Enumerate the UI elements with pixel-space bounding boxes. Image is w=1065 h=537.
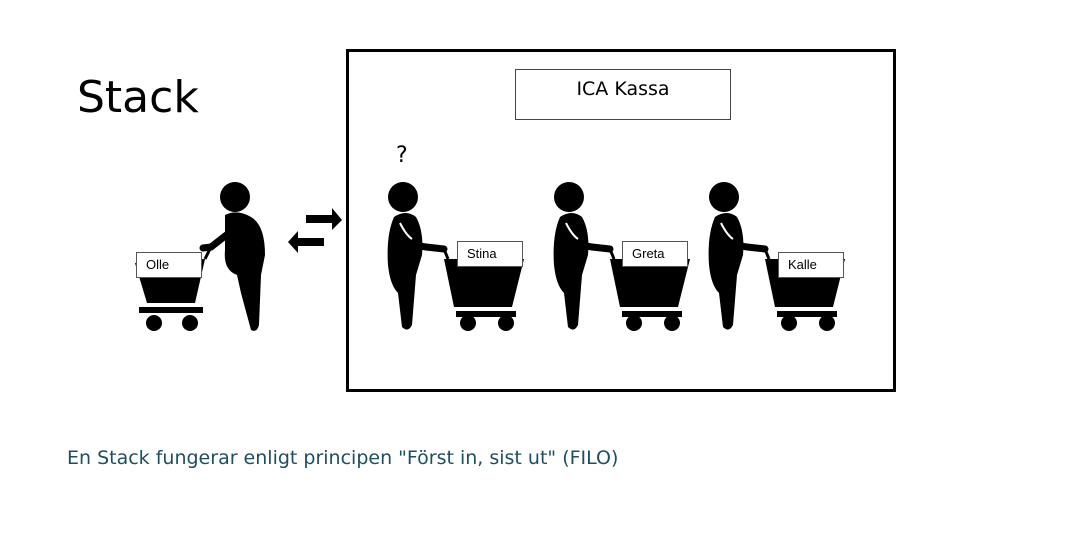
register-label: ICA Kassa — [515, 69, 731, 120]
queue-shopper-1: Stina — [386, 175, 526, 335]
queue-shopper-2: Greta — [552, 175, 692, 335]
slide-title: Stack — [77, 72, 199, 123]
shopper-name-tag: Olle — [136, 252, 202, 278]
stack-container-box — [346, 49, 896, 392]
queue-shopper-3: Kalle — [707, 175, 847, 335]
shopper-olle: Olle — [133, 175, 273, 335]
queue-name-tag: Stina — [457, 241, 523, 267]
push-pop-arrows-icon — [286, 208, 344, 259]
queue-name-tag: Kalle — [778, 252, 844, 278]
person-with-cart-icon — [553, 182, 690, 331]
question-mark: ? — [396, 143, 408, 168]
queue-name-tag: Greta — [622, 241, 688, 267]
slide-caption: En Stack fungerar enligt principen "Förs… — [67, 447, 619, 469]
person-with-cart-icon — [387, 182, 524, 331]
